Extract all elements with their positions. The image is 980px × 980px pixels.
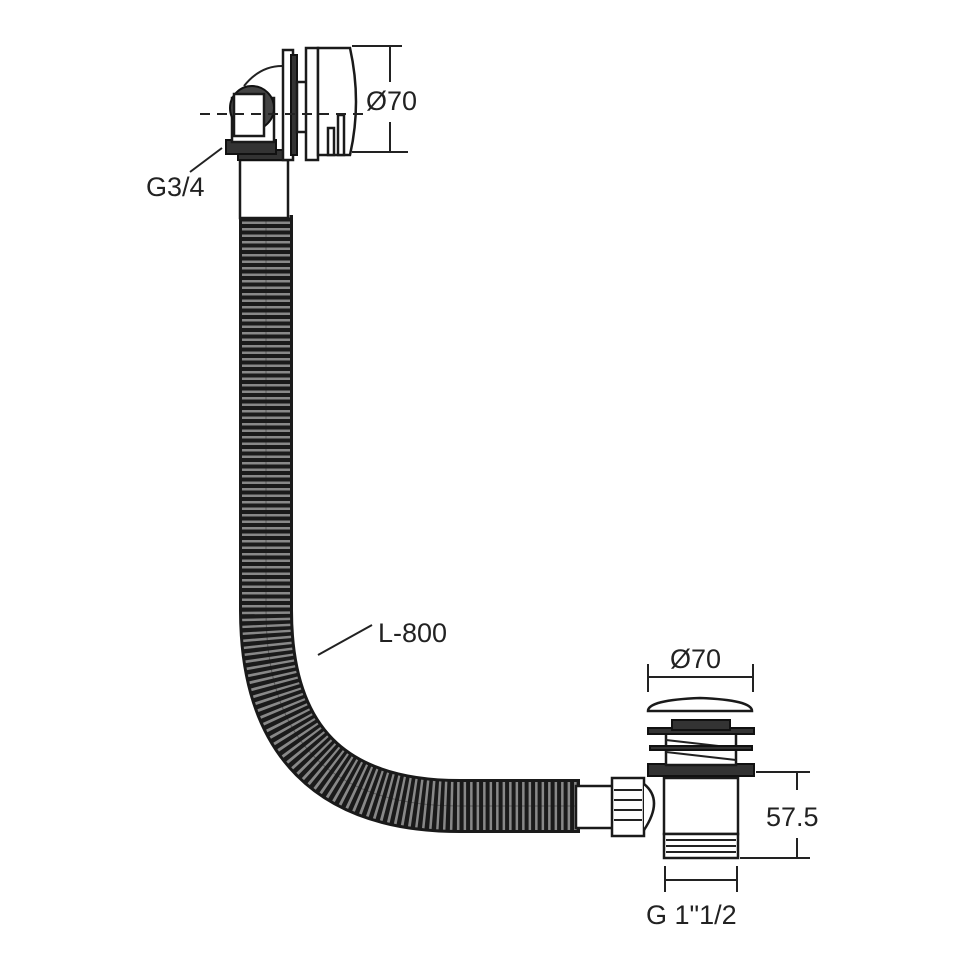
overflow-thread-label: G3/4 <box>146 172 205 202</box>
overflow-diameter-label: Ø70 <box>366 86 417 116</box>
overflow-assembly <box>189 45 408 220</box>
waste-diameter-label: Ø70 <box>670 644 721 674</box>
waste-thread-label: G 1"1/2 <box>646 900 737 930</box>
hose-length-label: L-800 <box>378 618 447 648</box>
hose-leader-line <box>317 624 373 656</box>
waste-assembly <box>574 664 810 892</box>
waste-height-label: 57.5 <box>766 802 819 832</box>
flexible-hose <box>239 215 580 833</box>
